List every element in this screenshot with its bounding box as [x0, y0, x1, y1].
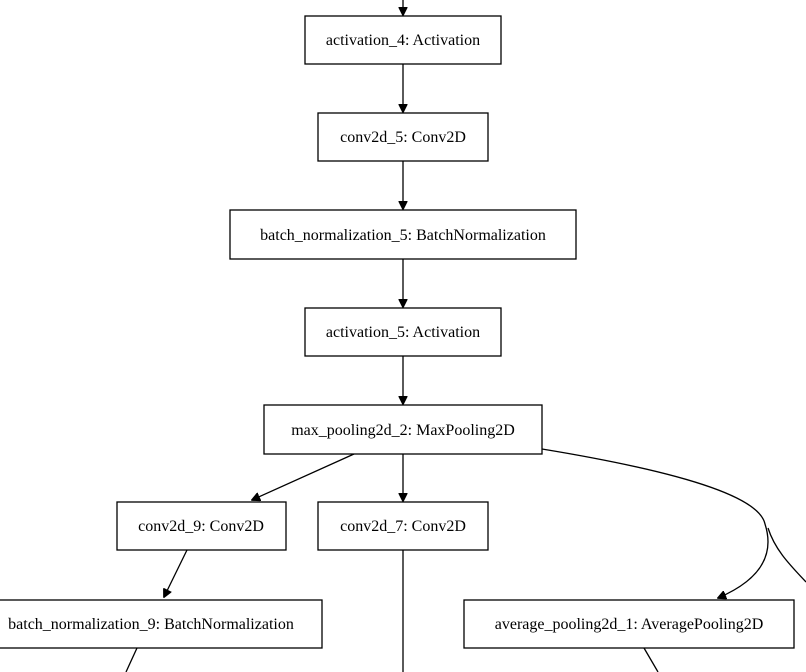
node-label: batch_normalization_5: BatchNormalizatio…	[260, 227, 546, 244]
node-label: activation_4: Activation	[326, 32, 480, 49]
node-average-pooling2d-1[interactable]: average_pooling2d_1: AveragePooling2D	[463, 599, 795, 649]
node-conv2d-9[interactable]: conv2d_9: Conv2D	[116, 501, 287, 551]
node-batch-normalization-9[interactable]: batch_normalization_9: BatchNormalizatio…	[0, 599, 323, 649]
edge-batch-normalization-9-offscreen-down	[125, 647, 138, 672]
node-activation-4[interactable]: activation_4: Activation	[304, 15, 502, 65]
edge-max-pooling2d-2-offscreen-right	[767, 527, 806, 583]
node-label: conv2d_9: Conv2D	[138, 518, 264, 535]
edge-max-pooling2d-2-to-average-pooling2d-1	[541, 448, 769, 598]
edge-max-pooling2d-2-to-conv2d-9	[252, 453, 355, 500]
edges	[125, 0, 806, 672]
edge-average-pooling2d-1-offscreen-down	[643, 647, 659, 672]
node-batch-normalization-5[interactable]: batch_normalization_5: BatchNormalizatio…	[229, 209, 577, 260]
node-conv2d-5[interactable]: conv2d_5: Conv2D	[317, 112, 489, 162]
node-label: activation_5: Activation	[326, 324, 480, 341]
node-label: conv2d_7: Conv2D	[340, 518, 466, 535]
node-conv2d-7[interactable]: conv2d_7: Conv2D	[317, 501, 489, 551]
node-max-pooling2d-2[interactable]: max_pooling2d_2: MaxPooling2D	[263, 404, 543, 455]
node-label: max_pooling2d_2: MaxPooling2D	[291, 422, 515, 439]
node-label: conv2d_5: Conv2D	[340, 129, 466, 146]
edge-conv2d-9-to-batch-normalization-9	[164, 549, 188, 597]
node-label: average_pooling2d_1: AveragePooling2D	[495, 616, 764, 633]
node-activation-5[interactable]: activation_5: Activation	[304, 307, 502, 357]
node-label: batch_normalization_9: BatchNormalizatio…	[8, 616, 294, 633]
